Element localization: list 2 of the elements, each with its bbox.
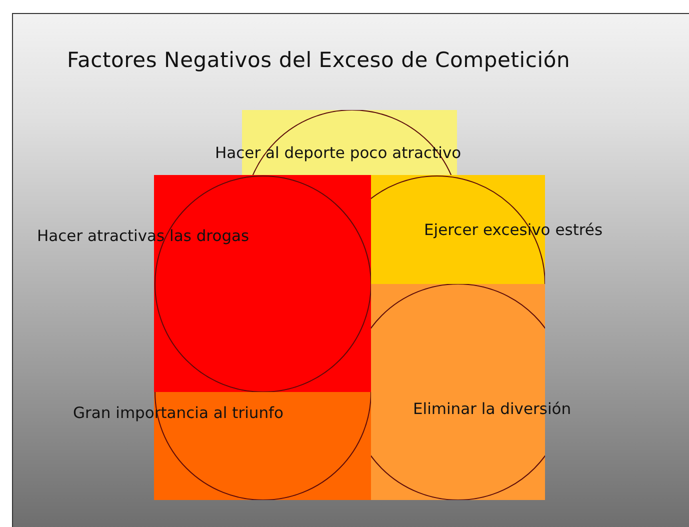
- panel-label: Eliminar la diversión: [413, 400, 572, 418]
- slide-title: Factores Negativos del Exceso de Competición: [67, 48, 570, 72]
